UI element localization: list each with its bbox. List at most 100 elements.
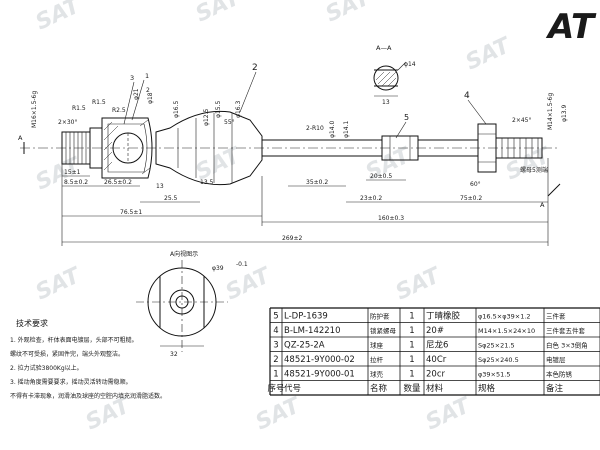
a-view-hole xyxy=(175,295,189,309)
table-header-cell: 数量 xyxy=(403,383,421,394)
table-cell: 白色 3×3倒角 xyxy=(546,341,588,350)
table-header-cell: 代号 xyxy=(284,383,301,394)
table-cell: 尼龙6 xyxy=(426,340,448,351)
table-cell: 40Cr xyxy=(426,355,447,365)
dim-knurl-note: 螺母5测端 xyxy=(520,166,548,174)
brand-logo: AT xyxy=(545,7,597,47)
watermark-text: SAT xyxy=(32,263,86,306)
table-cell: 球座 xyxy=(370,341,384,350)
dim-phi14-1: φ14.1 xyxy=(343,121,350,139)
dimensions: M16×1.5-6g R1.5 2×30° R1.5 R2.5 φ21 2 φ1… xyxy=(31,87,568,246)
table-cell: 20# xyxy=(426,326,444,336)
dim-2x30: 2×30° xyxy=(58,119,77,126)
dim-55deg: 55° xyxy=(224,119,235,126)
section-a-left-label: A xyxy=(18,134,23,142)
dim-m16: M16×1.5-6g xyxy=(31,91,38,128)
table-cell: QZ-25-2A xyxy=(284,341,325,351)
right-thread-lines xyxy=(501,138,539,158)
table-cell: 2 xyxy=(273,355,278,365)
dim-2x45: 2×45° xyxy=(512,117,531,124)
table-header-cell: 规格 xyxy=(478,383,496,394)
table-cell: 48521-9Y000-02 xyxy=(284,355,355,365)
section-dia: φ14 xyxy=(404,61,416,68)
section-title: A—A xyxy=(376,44,392,52)
dim-35: 35±0.2 xyxy=(306,179,328,186)
watermark-text: SAT xyxy=(322,0,376,27)
section-a-a-view: A—A 13 φ14 xyxy=(373,44,416,106)
brand-logo-text: AT xyxy=(545,7,597,47)
a-direction-view: A向视图示 φ39 -0.1 32 xyxy=(136,250,248,358)
a-view-width: 32 xyxy=(170,351,178,358)
table-cell: 5 xyxy=(273,312,278,322)
watermark-text: SAT xyxy=(422,393,476,436)
table-cell: B-LM-142210 xyxy=(284,326,340,336)
watermark-text: SAT xyxy=(392,263,446,306)
tie-rod-assembly: A A xyxy=(18,110,561,209)
callout-5: 5 xyxy=(404,113,409,122)
table-header-cell: 序号 xyxy=(267,383,284,394)
table-header-cell: 材料 xyxy=(426,383,444,394)
table-cell: 1 xyxy=(409,370,414,380)
part-callouts: 1 2 3 4 5 xyxy=(123,63,487,139)
note-line-5: 不得有卡滞现象，润滑油及球座的空腔内填充润滑脂适数。 xyxy=(10,392,166,400)
dim-phi13-9: φ13.9 xyxy=(561,105,568,123)
ball-housing xyxy=(101,117,153,179)
table-cell: 20cr xyxy=(426,370,445,380)
table-cell: 拉杆 xyxy=(370,355,384,364)
section-width: 13 xyxy=(382,99,390,106)
table-cell: 1 xyxy=(409,312,414,322)
table-cell: 4 xyxy=(273,326,278,336)
watermark-text: SAT xyxy=(192,0,246,27)
dim-13: 13 xyxy=(156,183,164,190)
callout-3: 3 xyxy=(130,74,134,82)
dim-phi21: φ21 xyxy=(133,88,140,100)
note-line-1: 1. 外观检查，杆体表面电镀层，头部不可粗糙。 xyxy=(10,336,138,344)
dim-phi18: φ18 xyxy=(147,92,154,104)
watermark-text: SAT xyxy=(32,0,86,35)
table-header-cell: 备注 xyxy=(546,383,564,394)
note-line-2: 螺纹不可受损，紧固件完，端头外观整洁。 xyxy=(10,350,124,358)
note-line-4: 3. 摇动角度需要要求，摇动灵活转动需稳顺。 xyxy=(10,378,132,386)
table-cell: 1 xyxy=(409,326,414,336)
dim-r1-5b: R1.5 xyxy=(92,99,106,106)
a-view-label: A向视图示 xyxy=(170,250,198,258)
dim-m14: M14×1.5-6g xyxy=(547,93,554,130)
dim-2-r10: 2-R10 xyxy=(306,125,324,132)
table-cell: 1 xyxy=(409,355,414,365)
watermark-text: SAT xyxy=(222,263,276,306)
table-cell: 48521-9Y000-01 xyxy=(284,370,355,380)
table-cell: 球壳 xyxy=(370,370,384,379)
table-cell: 锁紧螺母 xyxy=(370,326,397,335)
table-cell: 1 xyxy=(409,341,414,351)
callout-2: 2 xyxy=(252,63,258,73)
housing-inner xyxy=(107,123,148,173)
dim-60deg: 60° xyxy=(470,181,481,188)
dim-15: 15±1 xyxy=(64,169,81,176)
table-cell: 3 xyxy=(273,341,278,351)
dim-phi16-5: φ16.5 xyxy=(173,101,180,119)
table-cell: 丁晴橡胶 xyxy=(426,311,461,322)
callout-1: 1 xyxy=(145,72,149,80)
table-cell: 电镀层 xyxy=(546,355,566,364)
section-hatch xyxy=(375,71,397,87)
dim-2: 2 xyxy=(146,87,150,94)
callout-4: 4 xyxy=(464,91,470,101)
section-a-right-label: A xyxy=(540,201,545,209)
table-cell: Sφ25×240.5 xyxy=(478,356,519,364)
table-cell: φ39×51.5 xyxy=(478,371,510,379)
table-cell: 三件套五件套 xyxy=(546,326,586,335)
dim-13-5: 13.5 xyxy=(200,179,214,186)
watermark-text: SAT xyxy=(252,393,306,436)
dim-26-5: 26.5±0.2 xyxy=(104,179,132,186)
dim-25-5: 25.5 xyxy=(164,195,178,202)
watermark-text: SAT xyxy=(462,33,516,76)
table-cell: L-DP-1639 xyxy=(284,312,328,322)
dust-boot xyxy=(155,110,263,186)
dim-269: 269±2 xyxy=(282,235,302,242)
dim-76-5: 76.5±1 xyxy=(120,209,142,216)
right-thread xyxy=(495,137,543,159)
dim-phi14-0: φ14.0 xyxy=(329,121,336,139)
note-line-3: 2. 拉力试验3800Kg以上。 xyxy=(10,364,83,372)
dim-8-5: 8.5±0.2 xyxy=(64,179,88,186)
